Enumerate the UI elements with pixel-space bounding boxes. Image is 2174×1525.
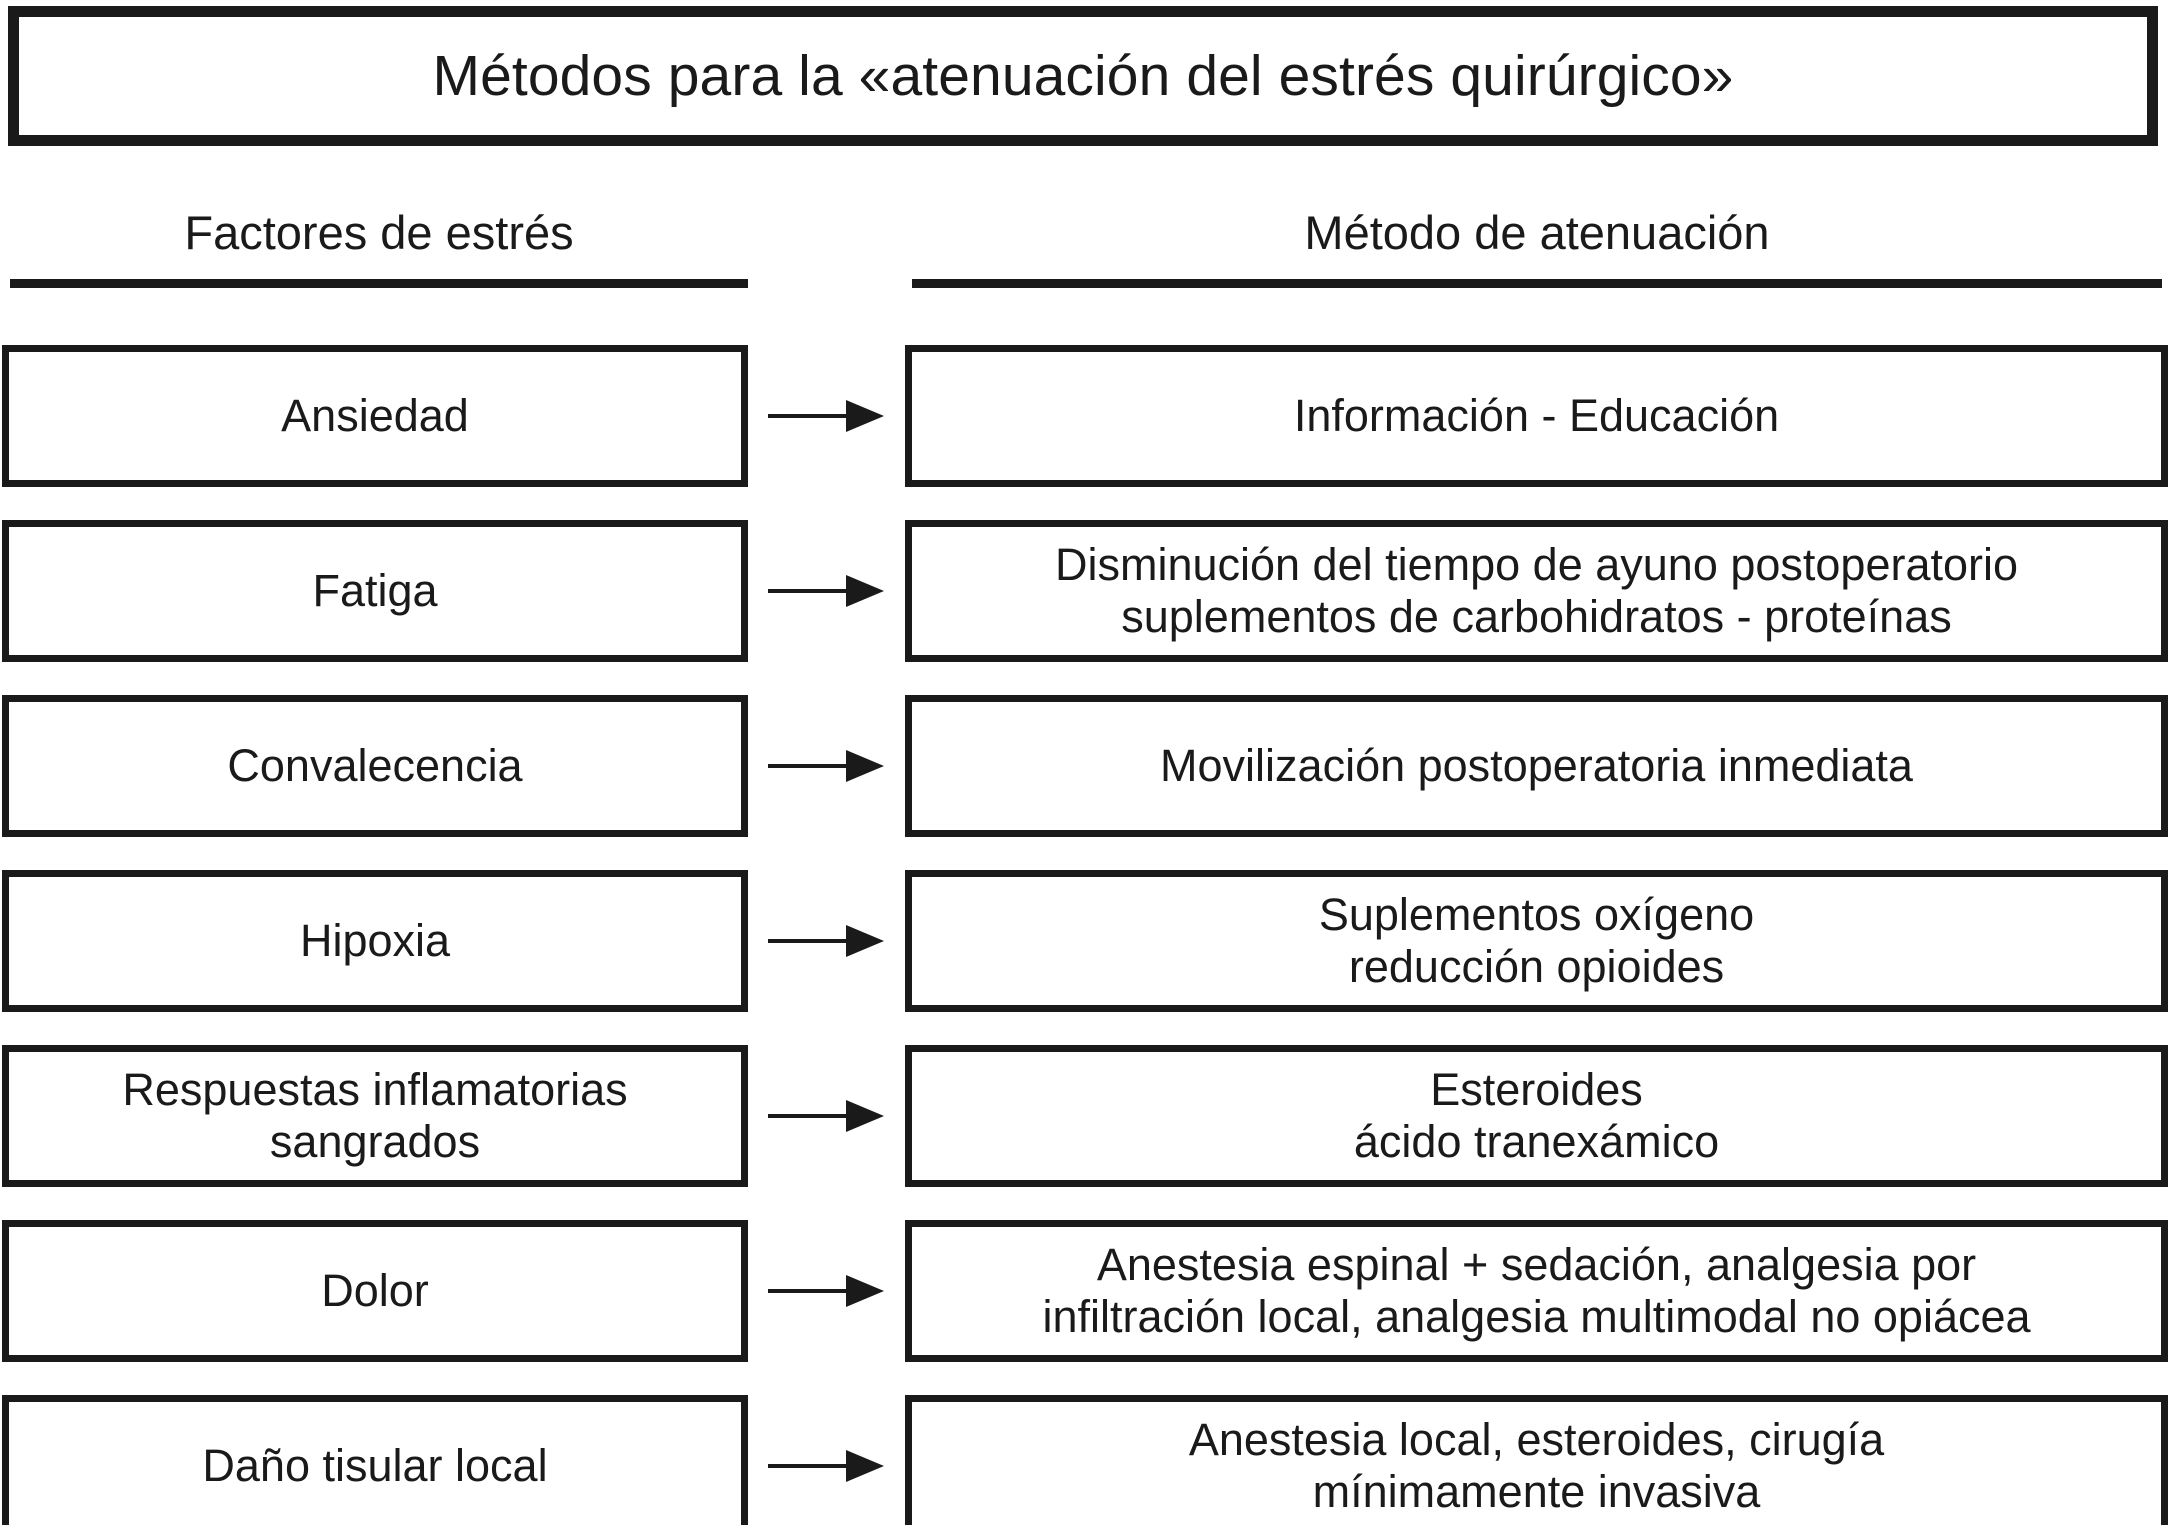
attenuation-method-label: Información - Educación [1293,389,1780,441]
stress-factor-label: Hipoxia [299,914,451,966]
arrow-right-icon [768,1094,884,1138]
arrow-right-icon [768,569,884,613]
stress-factor-label: Ansiedad [281,389,469,441]
stress-factor-label: Convalecencia [227,739,523,791]
column-header-methods-rule [912,279,2162,289]
stress-factor-label: Daño tisular local [202,1439,548,1491]
arrow-right-icon [768,1444,884,1488]
figure-title-banner: Métodos para la «atenuación del estrés q… [8,6,2158,146]
attenuation-method-box: Disminución del tiempo de ayuno postoper… [905,520,2168,662]
column-header-factors-label: Factores de estrés [184,206,574,259]
table-row: Dolor Anestesia espinal + sedación, anal… [0,1220,2174,1362]
table-row: Convalecencia Movilización postoperatori… [0,695,2174,837]
stress-factor-label: Dolor [321,1264,429,1316]
column-header-methods: Método de atenuación [912,206,2162,289]
stress-factor-box: Fatiga [2,520,748,662]
attenuation-method-label: Movilización postoperatoria inmediata [1160,739,1913,791]
attenuation-method-box: Movilización postoperatoria inmediata [905,695,2168,837]
arrow-right-icon [768,744,884,788]
attenuation-method-label: Disminución del tiempo de ayuno postoper… [1054,538,2019,642]
attenuation-method-label: Anestesia espinal + sedación, analgesia … [1042,1238,2031,1342]
attenuation-method-box: Información - Educación [905,345,2168,487]
stress-factor-box: Dolor [2,1220,748,1362]
stress-factor-box: Hipoxia [2,870,748,1012]
arrow-right-icon [768,919,884,963]
stress-factor-box: Convalecencia [2,695,748,837]
attenuation-method-box: Anestesia espinal + sedación, analgesia … [905,1220,2168,1362]
stress-factor-label: Fatiga [312,564,438,616]
table-row: Fatiga Disminución del tiempo de ayuno p… [0,520,2174,662]
column-header-factors-rule [10,279,748,289]
figure-title: Métodos para la «atenuación del estrés q… [432,43,1734,108]
table-row: Daño tisular local Anestesia local, este… [0,1395,2174,1525]
column-header-factors: Factores de estrés [10,206,748,289]
stress-factor-box: Ansiedad [2,345,748,487]
arrow-right-icon [768,394,884,438]
arrow-right-icon [768,1269,884,1313]
column-header-methods-label: Método de atenuación [1304,206,1770,259]
stress-factor-box: Daño tisular local [2,1395,748,1525]
table-row: Ansiedad Información - Educación [0,345,2174,487]
